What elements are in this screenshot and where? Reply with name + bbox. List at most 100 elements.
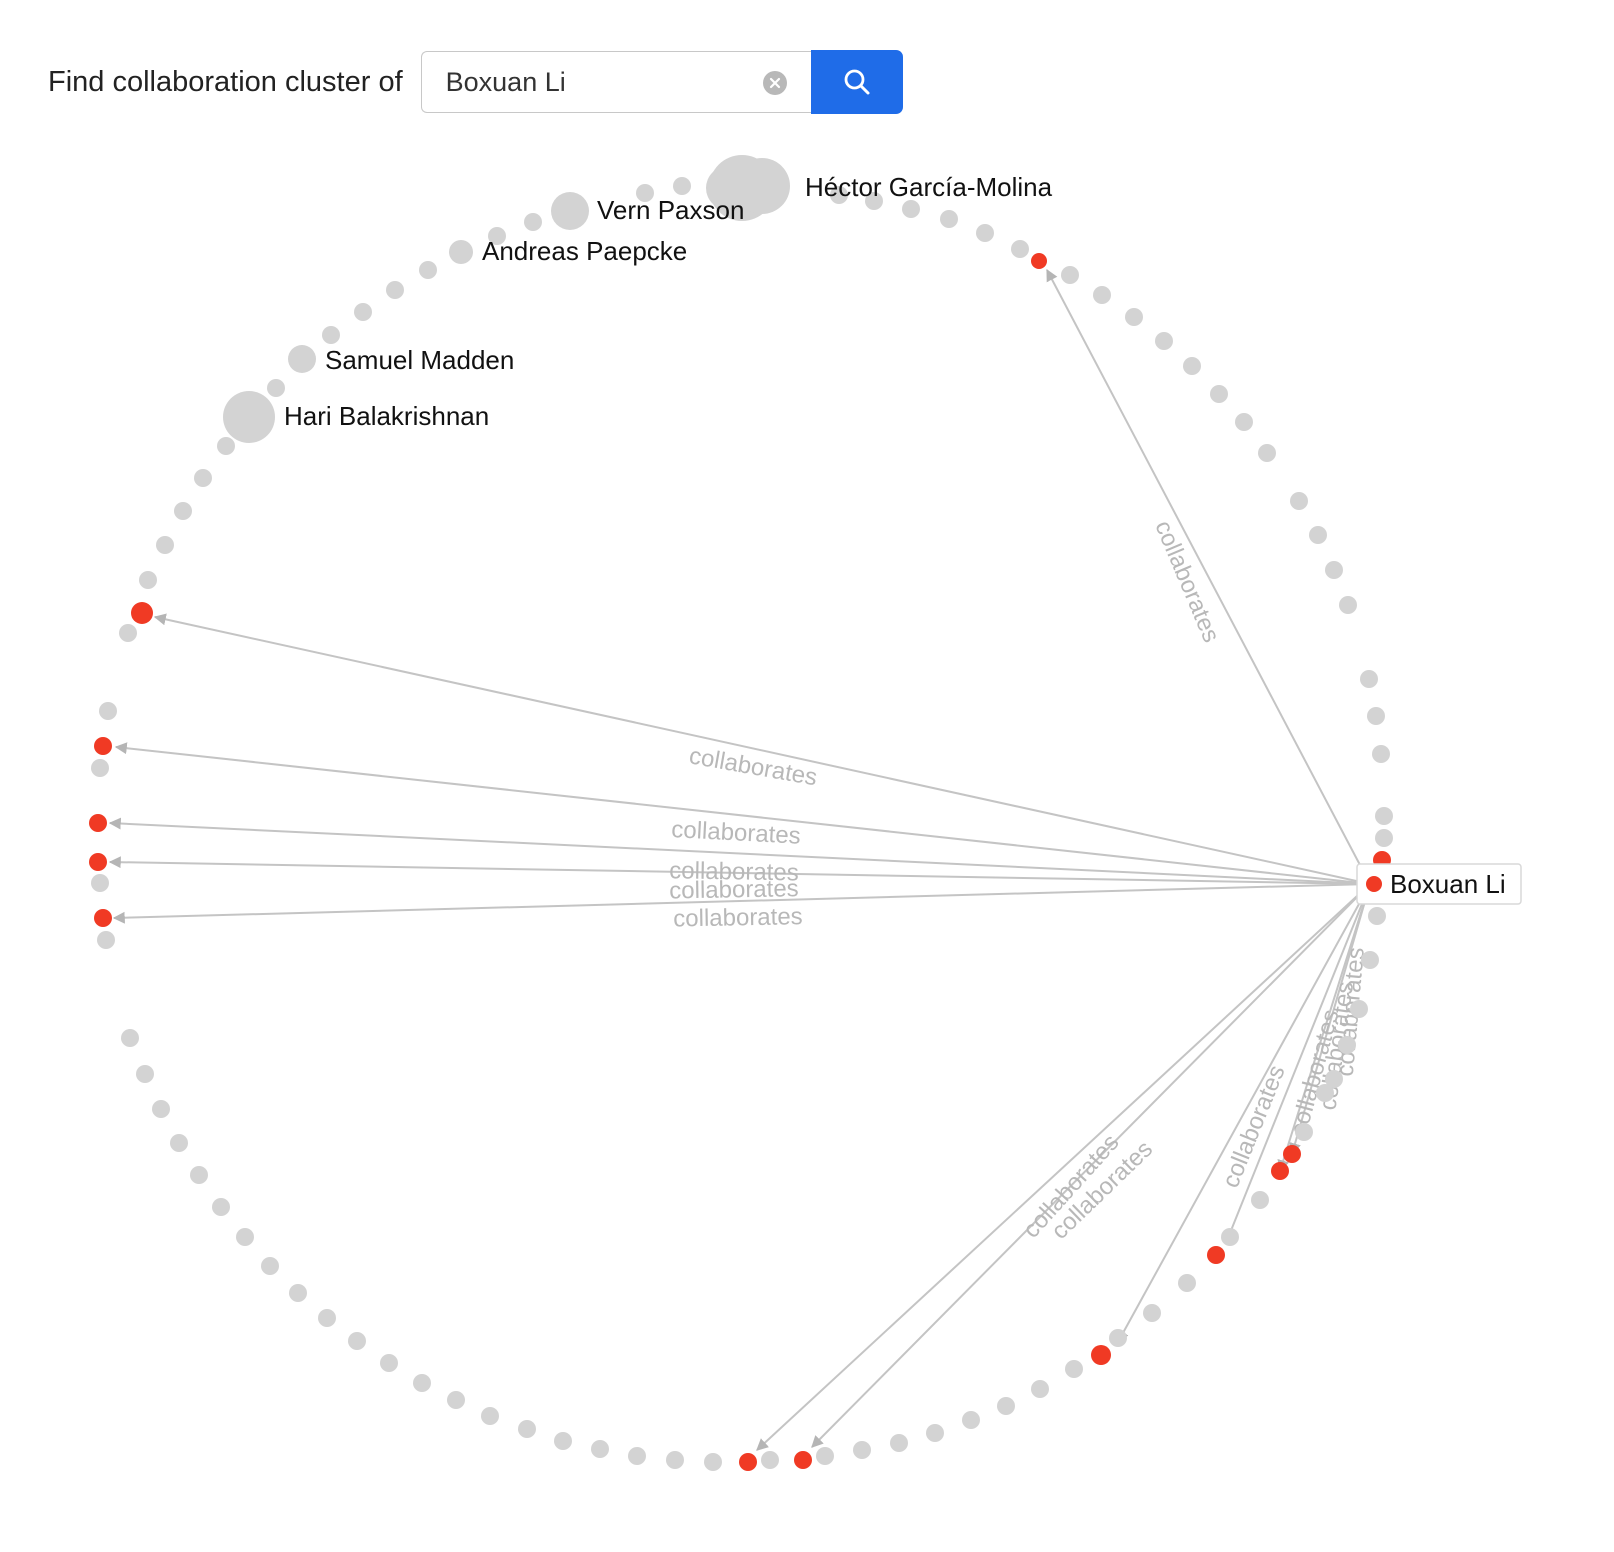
author-node-large[interactable] bbox=[223, 391, 275, 443]
author-node[interactable] bbox=[488, 227, 506, 245]
author-node[interactable] bbox=[554, 1432, 572, 1450]
author-node[interactable] bbox=[121, 1029, 139, 1047]
author-node[interactable] bbox=[1061, 266, 1079, 284]
author-node[interactable] bbox=[1031, 1380, 1049, 1398]
author-node[interactable] bbox=[170, 1134, 188, 1152]
author-node[interactable] bbox=[524, 213, 542, 231]
author-node[interactable] bbox=[1251, 1191, 1269, 1209]
collaborator-node[interactable] bbox=[131, 602, 153, 624]
author-node[interactable] bbox=[91, 759, 109, 777]
author-node[interactable] bbox=[1210, 385, 1228, 403]
author-node[interactable] bbox=[1350, 1000, 1368, 1018]
author-node[interactable] bbox=[194, 469, 212, 487]
focus-author-node[interactable] bbox=[1366, 876, 1382, 892]
collaborator-node[interactable] bbox=[1271, 1162, 1289, 1180]
author-node[interactable] bbox=[136, 1065, 154, 1083]
author-node[interactable] bbox=[890, 1434, 908, 1452]
author-node[interactable] bbox=[830, 186, 848, 204]
search-button[interactable] bbox=[810, 50, 903, 114]
author-node-large[interactable] bbox=[551, 192, 589, 230]
author-node[interactable] bbox=[348, 1332, 366, 1350]
author-node[interactable] bbox=[419, 261, 437, 279]
author-node[interactable] bbox=[380, 1354, 398, 1372]
author-node[interactable] bbox=[865, 192, 883, 210]
author-node[interactable] bbox=[190, 1166, 208, 1184]
collaborator-node[interactable] bbox=[89, 853, 107, 871]
author-node[interactable] bbox=[1290, 492, 1308, 510]
author-node[interactable] bbox=[1372, 745, 1390, 763]
collaborator-node[interactable] bbox=[794, 1451, 812, 1469]
author-node[interactable] bbox=[940, 210, 958, 228]
author-node[interactable] bbox=[1143, 1304, 1161, 1322]
author-node[interactable] bbox=[119, 624, 137, 642]
author-node[interactable] bbox=[267, 379, 285, 397]
author-node[interactable] bbox=[1178, 1274, 1196, 1292]
author-node[interactable] bbox=[139, 571, 157, 589]
author-node[interactable] bbox=[386, 281, 404, 299]
author-node[interactable] bbox=[99, 702, 117, 720]
author-node[interactable] bbox=[1316, 1084, 1334, 1102]
author-node[interactable] bbox=[1338, 1036, 1356, 1054]
author-node-large[interactable] bbox=[734, 158, 790, 214]
author-node[interactable] bbox=[761, 1451, 779, 1469]
author-node[interactable] bbox=[1093, 286, 1111, 304]
author-node[interactable] bbox=[997, 1397, 1015, 1415]
author-node[interactable] bbox=[636, 184, 654, 202]
author-node[interactable] bbox=[1367, 707, 1385, 725]
author-node[interactable] bbox=[704, 1453, 722, 1471]
author-node[interactable] bbox=[976, 224, 994, 242]
author-node[interactable] bbox=[1375, 807, 1393, 825]
author-node[interactable] bbox=[1325, 1070, 1343, 1088]
author-node[interactable] bbox=[1183, 357, 1201, 375]
author-node[interactable] bbox=[1011, 240, 1029, 258]
author-node[interactable] bbox=[1109, 1329, 1127, 1347]
collaborator-node[interactable] bbox=[89, 814, 107, 832]
collaborator-node[interactable] bbox=[1031, 253, 1047, 269]
author-node[interactable] bbox=[322, 326, 340, 344]
author-node[interactable] bbox=[447, 1391, 465, 1409]
clear-search-button[interactable] bbox=[762, 71, 787, 95]
author-node[interactable] bbox=[91, 874, 109, 892]
author-node[interactable] bbox=[236, 1228, 254, 1246]
author-node[interactable] bbox=[1339, 596, 1357, 614]
author-node[interactable] bbox=[1125, 308, 1143, 326]
author-node[interactable] bbox=[152, 1100, 170, 1118]
author-node[interactable] bbox=[156, 536, 174, 554]
focus-node-group[interactable]: Boxuan Li bbox=[1356, 863, 1522, 905]
collaborator-node[interactable] bbox=[1091, 1345, 1111, 1365]
author-node[interactable] bbox=[1235, 413, 1253, 431]
author-node[interactable] bbox=[962, 1411, 980, 1429]
author-node[interactable] bbox=[217, 437, 235, 455]
author-node[interactable] bbox=[673, 177, 691, 195]
author-node[interactable] bbox=[481, 1407, 499, 1425]
author-node[interactable] bbox=[174, 502, 192, 520]
collaborator-node[interactable] bbox=[94, 909, 112, 927]
author-node[interactable] bbox=[318, 1309, 336, 1327]
author-node[interactable] bbox=[354, 303, 372, 321]
author-node[interactable] bbox=[1258, 444, 1276, 462]
author-node[interactable] bbox=[628, 1447, 646, 1465]
author-node[interactable] bbox=[97, 931, 115, 949]
author-node[interactable] bbox=[518, 1420, 536, 1438]
author-node[interactable] bbox=[926, 1424, 944, 1442]
author-node[interactable] bbox=[902, 200, 920, 218]
focus-author-tag[interactable] bbox=[1356, 863, 1522, 905]
author-node[interactable] bbox=[212, 1198, 230, 1216]
author-node[interactable] bbox=[1155, 332, 1173, 350]
author-node[interactable] bbox=[1325, 561, 1343, 579]
author-node[interactable] bbox=[853, 1441, 871, 1459]
author-node[interactable] bbox=[1368, 907, 1386, 925]
author-node[interactable] bbox=[816, 1447, 834, 1465]
collaborator-node[interactable] bbox=[1283, 1145, 1301, 1163]
author-node[interactable] bbox=[413, 1374, 431, 1392]
author-node-large[interactable] bbox=[288, 345, 316, 373]
search-input[interactable] bbox=[421, 52, 811, 112]
collaborator-node[interactable] bbox=[94, 737, 112, 755]
author-node[interactable] bbox=[1295, 1123, 1313, 1141]
author-node[interactable] bbox=[1309, 526, 1327, 544]
author-node[interactable] bbox=[261, 1257, 279, 1275]
author-node[interactable] bbox=[1065, 1360, 1083, 1378]
author-node-large[interactable] bbox=[449, 240, 473, 264]
author-node[interactable] bbox=[1360, 670, 1378, 688]
